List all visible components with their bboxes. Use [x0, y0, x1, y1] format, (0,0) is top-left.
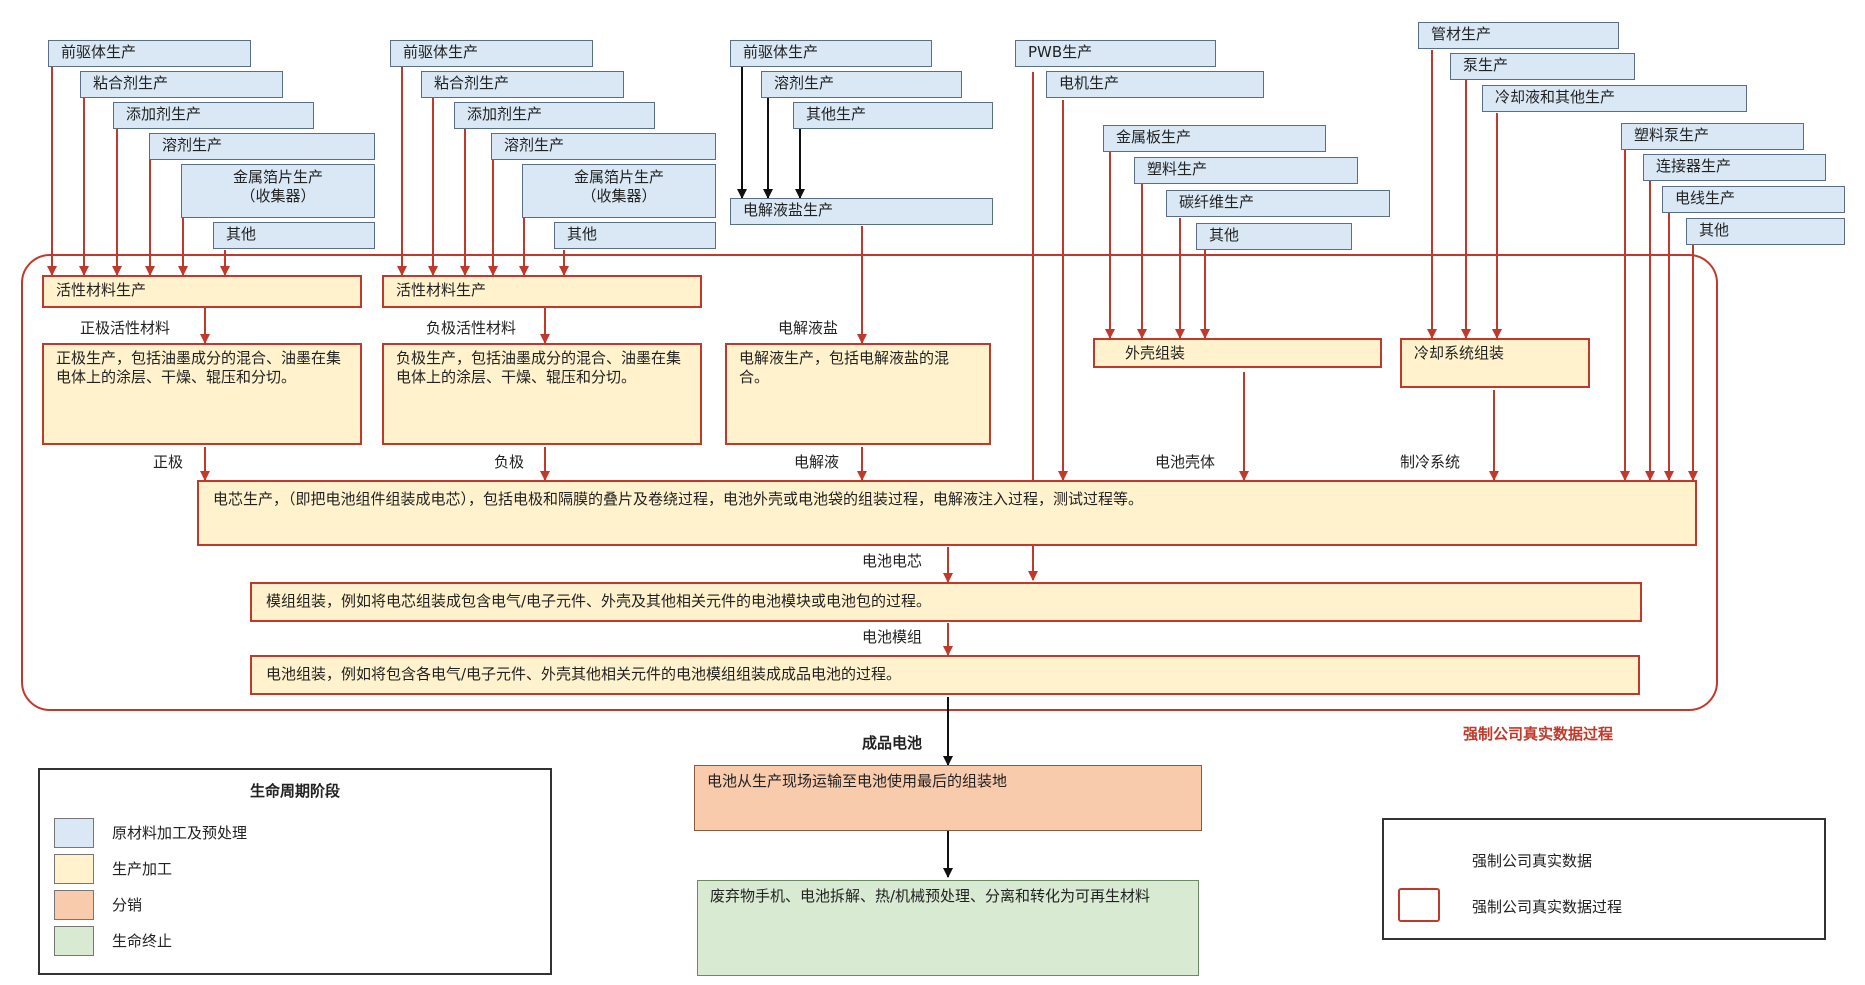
end-of-life-stage: 废弃物手机、电池拆解、热/机械预处理、分离和转化为可再生材料 [697, 880, 1199, 976]
distribution-stage: 电池从生产现场运输至电池使用最后的组装地 [694, 765, 1202, 831]
electrolyte-raw-solvent: 溶剂生产 [761, 71, 962, 98]
pwb-production: PWB生产 [1015, 40, 1216, 67]
legend-title: 生命周期阶段 [249, 782, 340, 800]
data-requirement-legend: 强制公司真实数据 强制公司真实数据过程 [1382, 818, 1826, 940]
cathode-raw-precursor: 前驱体生产 [48, 40, 251, 67]
pack-assembly: 电池组装，例如将包含各电气/电子元件、外壳其他相关元件的电池模组组装成成品电池的… [250, 655, 1640, 695]
flow-label-finished-battery: 成品电池 [862, 734, 923, 752]
anode-raw-precursor: 前驱体生产 [390, 40, 593, 67]
anode-production: 负极生产，包括油墨成分的混合、油墨在集电体上的涂层、干燥、辊压和分切。 [382, 343, 702, 445]
legend-boundary-swatch [1398, 888, 1440, 922]
anode-raw-other: 其他 [554, 222, 716, 249]
extras-raw-plastic-pump: 塑料泵生产 [1621, 123, 1804, 150]
legend-swatch-end-of-life [54, 926, 94, 956]
legend-label-distribution: 分销 [112, 896, 143, 914]
cooling-system-assembly: 冷却系统组装 [1400, 338, 1590, 388]
legend-label-end-of-life: 生命终止 [112, 932, 173, 950]
cathode-raw-solvent: 溶剂生产 [149, 133, 375, 160]
legend-swatch-raw [54, 818, 94, 848]
process-boundary-label: 强制公司真实数据过程 [1463, 725, 1614, 743]
extras-raw-connector: 连接器生产 [1643, 154, 1826, 181]
housing-raw-plastic: 塑料生产 [1134, 157, 1358, 184]
cathode-production: 正极生产，包括油墨成分的混合、油墨在集电体上的涂层、干燥、辊压和分切。 [42, 343, 362, 445]
flow-label-battery-housing: 电池壳体 [1155, 453, 1216, 471]
module-assembly: 模组组装，例如将电芯组装成包含电气/电子元件、外壳及其他相关元件的电池模块或电池… [250, 582, 1642, 622]
legend-swatch-distribution [54, 890, 94, 920]
anode-active-material-production: 活性材料生产 [382, 275, 702, 308]
electrolyte-raw-precursor: 前驱体生产 [730, 40, 932, 67]
extras-raw-wire: 电线生产 [1662, 186, 1845, 213]
housing-raw-other: 其他 [1196, 223, 1352, 250]
electrolyte-raw-other: 其他生产 [793, 102, 993, 129]
flow-label-battery-module: 电池模组 [862, 628, 923, 646]
legend-boundary-label: 强制公司真实数据过程 [1472, 898, 1623, 916]
anode-raw-binder: 粘合剂生产 [421, 71, 624, 98]
flow-label-anode-active-material: 负极活性材料 [426, 319, 517, 337]
electrolyte-production: 电解液生产，包括电解液盐的混合。 [725, 343, 991, 445]
cathode-active-material-production: 活性材料生产 [42, 275, 362, 308]
flow-label-cooling-system: 制冷系统 [1400, 453, 1461, 471]
legend-arrow-label: 强制公司真实数据 [1472, 852, 1593, 870]
flow-label-cathode-active-material: 正极活性材料 [80, 319, 171, 337]
cooling-raw-coolant: 冷却液和其他生产 [1482, 85, 1747, 112]
flow-label-battery-cell: 电池电芯 [862, 552, 923, 570]
cathode-raw-other: 其他 [213, 222, 375, 249]
housing-raw-carbon-fiber: 碳纤维生产 [1166, 190, 1390, 217]
anode-raw-additive: 添加剂生产 [454, 102, 655, 129]
cathode-raw-metal-foil: 金属箔片生产 （收集器） [181, 164, 375, 218]
flow-label-anode: 负极 [494, 453, 525, 471]
legend-swatch-production [54, 854, 94, 884]
cooling-raw-pump: 泵生产 [1450, 53, 1635, 80]
cooling-raw-pipe: 管材生产 [1418, 22, 1619, 49]
anode-raw-solvent: 溶剂生产 [491, 133, 716, 160]
cathode-raw-additive: 添加剂生产 [113, 102, 314, 129]
extras-raw-other: 其他 [1686, 218, 1845, 245]
flow-label-cathode: 正极 [153, 453, 184, 471]
legend-label-raw: 原材料加工及预处理 [112, 824, 248, 842]
legend-label-production: 生产加工 [112, 860, 173, 878]
housing-raw-metal-sheet: 金属板生产 [1103, 125, 1326, 152]
lifecycle-legend: 生命周期阶段 原材料加工及预处理 生产加工 分销 生命终止 [38, 768, 552, 975]
housing-assembly: 外壳组装 [1093, 338, 1382, 368]
flow-label-electrolyte: 电解液 [794, 453, 840, 471]
cathode-raw-binder: 粘合剂生产 [80, 71, 283, 98]
flow-label-electrolyte-salt: 电解液盐 [778, 319, 839, 337]
electrolyte-salt-production: 电解液盐生产 [730, 198, 993, 225]
cell-production: 电芯生产，（即把电池组件组装成电芯），包括电极和隔膜的叠片及卷绕过程，电池外壳或… [197, 480, 1697, 546]
anode-raw-metal-foil: 金属箔片生产 （收集器） [522, 164, 716, 218]
motor-production: 电机生产 [1046, 71, 1264, 98]
